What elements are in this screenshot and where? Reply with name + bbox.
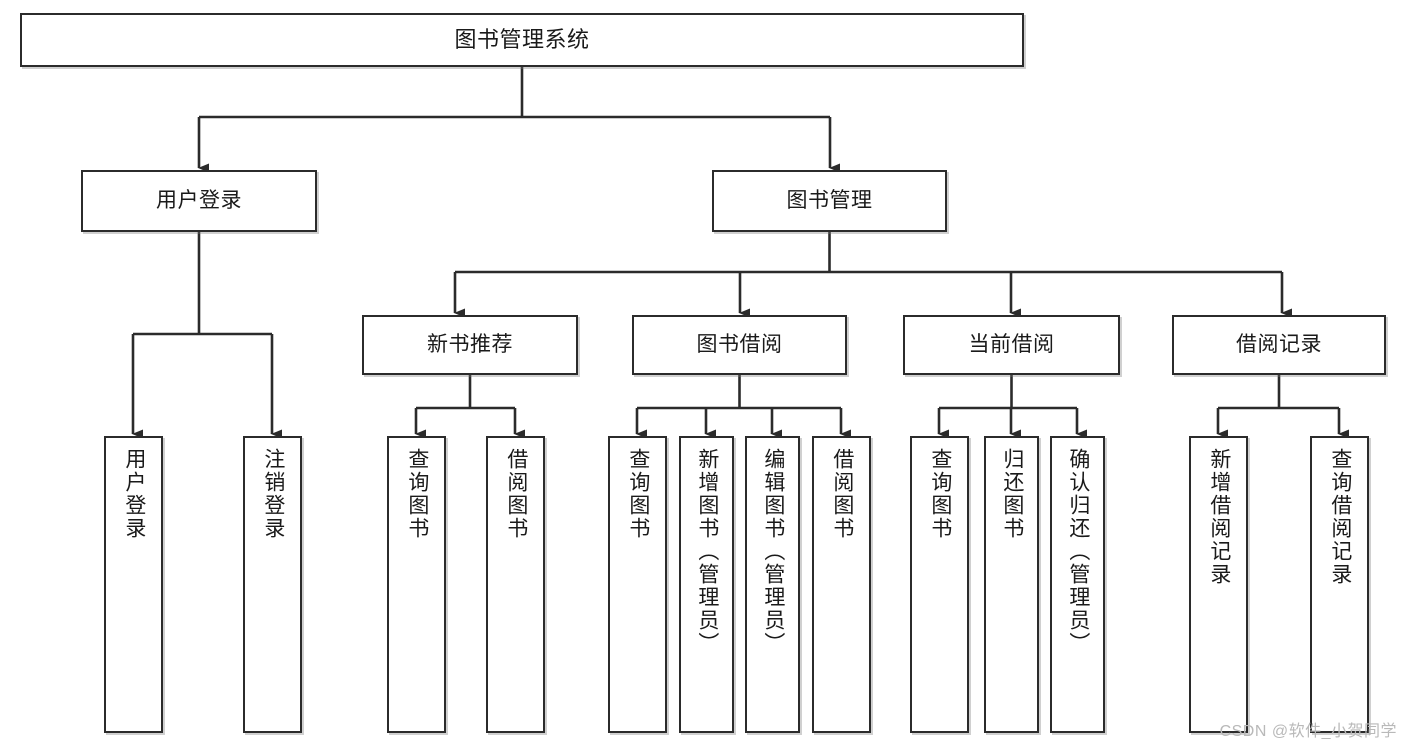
node-book-borrow[interactable]: 图书借阅 [632, 315, 847, 375]
leaf-return-book[interactable]: 归还图书 [984, 436, 1039, 733]
leaf-query-book-2[interactable]: 查询图书 [608, 436, 667, 733]
node-user-login-label: 用户登录 [156, 188, 242, 212]
leaf-edit-book-admin[interactable]: 编辑图书（管理员） [745, 436, 800, 733]
watermark: CSDN @软件_小贺同学 [1219, 723, 1397, 740]
leaf-borrow-book-1-label: 借阅图书 [504, 448, 528, 540]
leaf-query-borrow-record-label: 查询借阅记录 [1328, 448, 1352, 586]
leaf-query-book-3-label: 查询图书 [928, 448, 952, 540]
connector-lines [131, 67, 1349, 439]
node-book-management[interactable]: 图书管理 [712, 170, 947, 232]
node-current-borrow-label: 当前借阅 [968, 332, 1055, 356]
leaf-borrow-book-2-label: 借阅图书 [830, 448, 854, 540]
node-root[interactable]: 图书管理系统 [20, 13, 1024, 67]
node-new-book-recommend-label: 新书推荐 [427, 332, 513, 356]
leaf-query-book-1-label: 查询图书 [405, 448, 429, 540]
leaf-borrow-book-1[interactable]: 借阅图书 [486, 436, 545, 733]
leaf-user-login[interactable]: 用户登录 [104, 436, 163, 733]
leaf-return-book-label: 归还图书 [1000, 448, 1024, 540]
leaf-add-book-admin[interactable]: 新增图书（管理员） [679, 436, 734, 733]
leaf-confirm-return-admin[interactable]: 确认归还（管理员） [1050, 436, 1105, 733]
node-root-label: 图书管理系统 [454, 27, 590, 53]
leaf-borrow-book-2[interactable]: 借阅图书 [812, 436, 871, 733]
leaf-add-borrow-record-label: 新增借阅记录 [1207, 448, 1231, 586]
node-book-management-label: 图书管理 [786, 188, 873, 212]
leaf-query-borrow-record[interactable]: 查询借阅记录 [1310, 436, 1369, 733]
node-new-book-recommend[interactable]: 新书推荐 [362, 315, 578, 375]
node-user-login[interactable]: 用户登录 [81, 170, 317, 232]
leaf-add-borrow-record[interactable]: 新增借阅记录 [1189, 436, 1248, 733]
leaf-confirm-return-admin-label: 确认归还（管理员） [1066, 448, 1090, 655]
node-borrow-record[interactable]: 借阅记录 [1172, 315, 1386, 375]
leaf-add-book-admin-label: 新增图书（管理员） [695, 448, 719, 655]
leaf-user-login-label: 用户登录 [122, 448, 146, 540]
leaf-query-book-1[interactable]: 查询图书 [387, 436, 446, 733]
leaf-edit-book-admin-label: 编辑图书（管理员） [761, 448, 785, 655]
node-current-borrow[interactable]: 当前借阅 [903, 315, 1120, 375]
node-borrow-record-label: 借阅记录 [1236, 332, 1322, 356]
leaf-logout[interactable]: 注销登录 [243, 436, 302, 733]
leaf-logout-label: 注销登录 [261, 448, 285, 540]
node-book-borrow-label: 图书借阅 [696, 332, 783, 356]
leaf-query-book-2-label: 查询图书 [626, 448, 650, 540]
leaf-query-book-3[interactable]: 查询图书 [910, 436, 969, 733]
